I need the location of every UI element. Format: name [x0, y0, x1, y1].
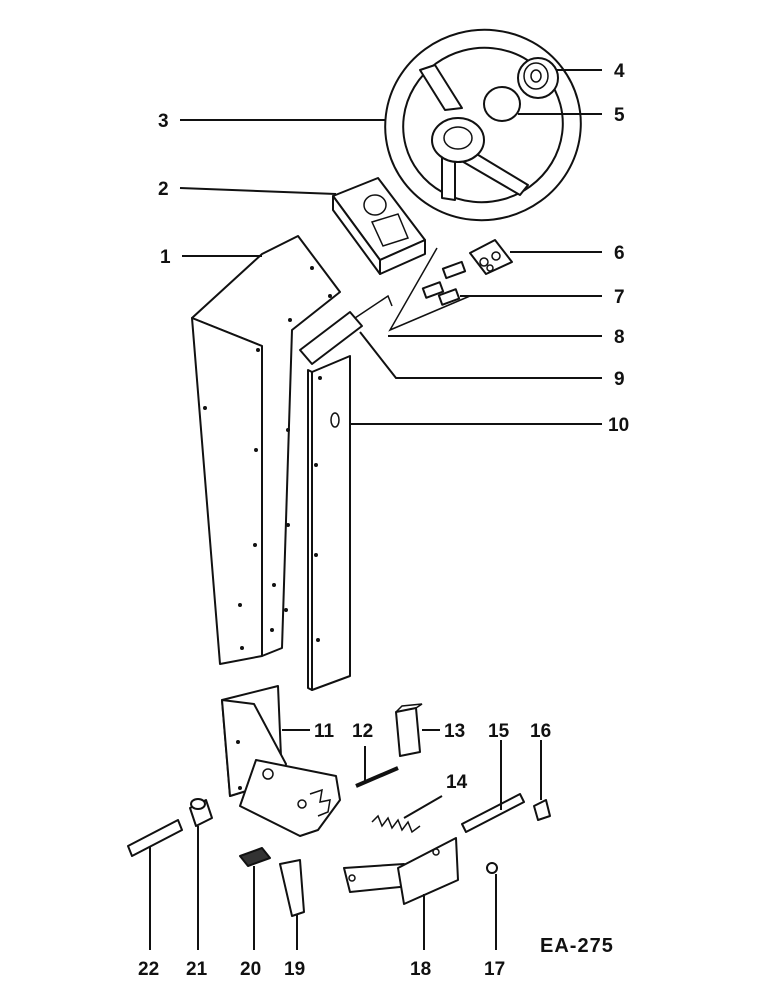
callout-20: 20: [240, 959, 261, 980]
callout-8: 8: [614, 327, 625, 348]
callout-12: 12: [352, 721, 373, 742]
clip: [533, 799, 551, 821]
callout-15: 15: [488, 721, 510, 742]
switches: [388, 247, 471, 332]
callout-13: 13: [444, 721, 465, 742]
base-bracket: [221, 685, 341, 837]
ring: [483, 86, 521, 122]
small-bracket: [299, 294, 393, 365]
callout-22: 22: [138, 959, 159, 980]
lever-bracket: [343, 837, 459, 905]
callout-6: 6: [614, 243, 625, 264]
callout-2: 2: [158, 179, 169, 200]
shaft: [461, 793, 525, 833]
callout-18: 18: [410, 959, 431, 980]
callout-3: 3: [158, 111, 169, 132]
callout-9: 9: [614, 369, 625, 390]
leader-lines: [149, 69, 602, 950]
callout-14: 14: [446, 772, 468, 793]
instrument-cover: [332, 177, 426, 275]
callout-labels: 1 2 3 4 5 6 7 8 9 10 11 12 13 14 15 16 1…: [138, 61, 629, 980]
bushing: [189, 798, 213, 827]
nut: [486, 862, 498, 874]
clamp: [395, 703, 423, 757]
callout-17: 17: [484, 959, 505, 980]
pin: [355, 766, 399, 788]
front-panel: [307, 355, 351, 691]
callout-10: 10: [608, 415, 629, 436]
rod: [127, 819, 183, 857]
callout-1: 1: [160, 247, 171, 268]
callout-19: 19: [284, 959, 305, 980]
column-cover: [191, 235, 341, 665]
callout-7: 7: [614, 287, 625, 308]
spring: [371, 814, 421, 834]
lever: [279, 859, 305, 917]
switch-plate: [469, 239, 513, 275]
callout-4: 4: [614, 61, 625, 82]
figure-reference-code: EA-275: [540, 935, 614, 957]
callout-11: 11: [314, 721, 335, 742]
pedal-pad: [239, 847, 271, 867]
callout-5: 5: [614, 105, 625, 126]
callout-21: 21: [186, 959, 208, 980]
callout-16: 16: [530, 721, 551, 742]
horn-button: [517, 57, 559, 99]
